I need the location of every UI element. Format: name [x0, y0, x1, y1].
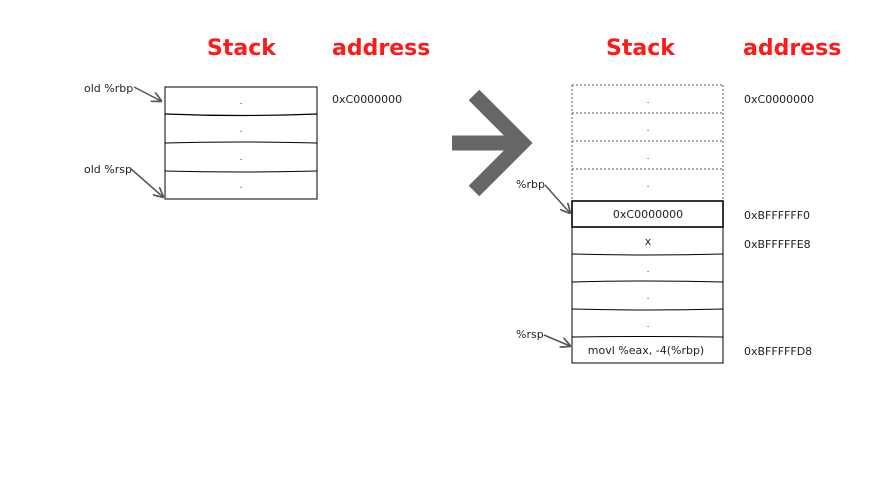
right-cell-x: x: [645, 235, 652, 248]
right-dotted-cell-1: .: [647, 124, 650, 134]
left-cell-3: .: [240, 181, 243, 191]
left-old-rsp-label: old %rsp: [84, 163, 132, 176]
left-rsp-pointer-arrow: [129, 167, 163, 197]
right-divider: [571, 280, 724, 283]
left-cell-0: .: [240, 97, 243, 107]
right-rbp-pointer-arrow: [544, 184, 570, 213]
right-address-rbp: 0xBFFFFFF0: [744, 209, 810, 222]
left-address-top: 0xC0000000: [332, 93, 402, 106]
right-address-title: address: [743, 36, 841, 61]
right-dotted-cell-0: .: [647, 96, 650, 106]
left-stack-frame: [164, 86, 318, 200]
right-dotted-region: . . . .: [571, 84, 724, 201]
right-panel: Stack address . . . . 0xC0000000 x . . .…: [516, 36, 841, 364]
right-address-x: 0xBFFFFFE8: [744, 238, 811, 251]
chevron-right-arrow-icon: [452, 89, 533, 197]
right-divider: [571, 308, 724, 311]
right-cell-saved-rbp: 0xC0000000: [613, 208, 683, 221]
right-rsp-pointer-arrow: [543, 334, 570, 346]
left-stack-title: Stack: [207, 36, 277, 61]
right-dotted-cell-2: .: [647, 152, 650, 162]
left-panel: Stack address . . . . old %rbp old %rsp …: [84, 36, 430, 200]
left-stack: . . . .: [164, 86, 318, 200]
right-cell-instruction: movl %eax, -4(%rbp): [588, 344, 704, 357]
right-stack: 0xC0000000 x . . . movl %eax, -4(%rbp): [571, 200, 724, 364]
left-divider: [164, 113, 318, 117]
left-divider: [164, 141, 318, 144]
left-cell-2: .: [240, 153, 243, 163]
left-divider: [164, 170, 318, 173]
right-cell-3: .: [647, 292, 650, 302]
right-rbp-label: %rbp: [516, 178, 545, 191]
left-address-title: address: [332, 36, 430, 61]
right-dotted-cell-3: .: [647, 180, 650, 190]
right-address-rsp: 0xBFFFFFD8: [744, 345, 812, 358]
right-stack-frame: [571, 200, 724, 364]
left-rbp-pointer-arrow: [133, 86, 161, 101]
right-address-top: 0xC0000000: [744, 93, 814, 106]
left-cell-1: .: [240, 125, 243, 135]
right-rbp-cell-highlight: [571, 200, 724, 228]
right-cell-4: .: [647, 320, 650, 330]
right-divider: [571, 253, 724, 256]
right-divider: [571, 336, 724, 338]
right-dotted-outline: [571, 84, 724, 201]
right-cell-2: .: [647, 265, 650, 275]
right-rsp-label: %rsp: [516, 328, 544, 341]
left-old-rbp-label: old %rbp: [84, 82, 133, 95]
right-stack-title: Stack: [606, 36, 676, 61]
